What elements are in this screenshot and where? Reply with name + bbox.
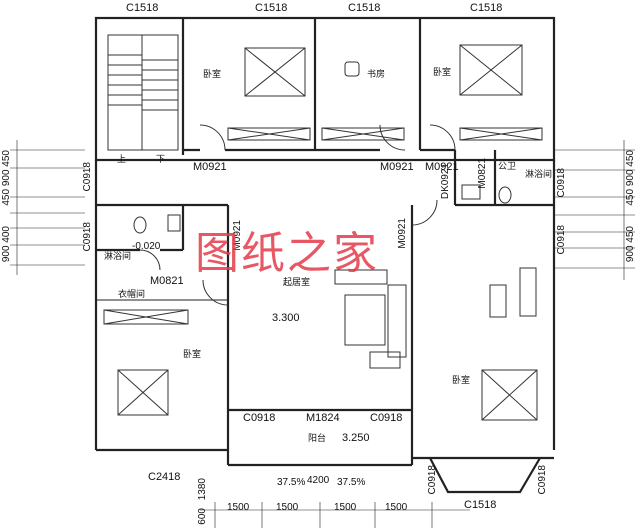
door-tag: M0821 [477,158,488,189]
room-label: 书房 [367,69,386,79]
window-tag: C0918 [82,162,93,192]
door-swing [411,199,438,226]
door-tag: M1824 [306,412,340,424]
elevation-mark: -0.020 [132,241,161,252]
stair-up-label: 上 [117,154,127,164]
window-tag: C1518 [470,2,503,14]
window-tag: C1518 [464,499,497,511]
room-label: 淋浴间 [104,251,132,261]
dim-text: 1500 [276,502,299,513]
room-label: 卧室 [203,69,222,79]
wardrobe [459,127,543,141]
window-tag: C0918 [243,412,276,424]
stair-down-label: 下 [156,154,166,164]
dim-text: 1380 [197,478,208,501]
room-label: 起居室 [283,277,311,287]
dim-text: 450 900 450 [625,150,636,206]
elevation-mark: 3.250 [342,432,370,444]
dim-text: 37.5% [337,477,366,488]
door-tag: M0821 [150,275,184,287]
dim-text: 900 400 [1,226,12,263]
door-tag: DK0921 [440,163,451,200]
window-tag: C0918 [82,222,93,252]
window-tag: C0918 [537,465,548,495]
room-label: 阳台 [308,433,327,443]
basin [167,214,181,232]
wardrobe [103,309,189,325]
window-tag: C0918 [370,412,403,424]
room-label: 卧室 [433,67,452,77]
window-tag: C2418 [148,471,181,483]
door-tag: M0921 [425,161,459,173]
sofa [334,269,388,285]
room-label: 公卫 [498,161,517,171]
fixtures [103,34,543,421]
window-tag: C0918 [427,465,438,495]
dim-text: 1500 [385,502,408,513]
window-tag: C0918 [556,168,567,198]
door-swing [379,124,406,151]
window-tag: C1518 [348,2,381,14]
dim-text: 37.5% [277,477,306,488]
room-label: 卧室 [183,349,202,359]
door-tag: M0921 [380,161,414,173]
bed [244,47,306,97]
sofa [369,351,401,369]
watermark: 图纸之家 [195,228,379,279]
tv-cabinet [489,284,507,318]
wardrobe [227,127,311,141]
window-tag: C0918 [556,225,567,255]
wardrobe [321,127,405,141]
sofa [387,284,407,358]
basin [461,184,481,200]
toilet [498,186,512,204]
bed [481,369,538,421]
door-swing [429,124,456,151]
bed [459,44,523,96]
upper-outline [94,16,556,162]
room-label: 衣帽间 [118,289,146,299]
bay-window [429,457,541,494]
window-tag: C1518 [126,2,159,14]
dim-text: 600 [197,508,208,525]
door-tag: M0921 [193,161,227,173]
dim-text: 450 900 450 [1,150,12,206]
bed [117,369,169,416]
coffee-table [344,294,386,346]
door-swing [139,249,161,271]
stair [107,34,179,151]
dim-text: 4200 [307,475,330,486]
dim-text: 1500 [334,502,357,513]
room-label: 淋浴间 [525,169,553,179]
cabinet [519,267,537,317]
door-tag: M0921 [397,218,408,249]
dim-text: 900 450 [625,226,636,263]
door-swing [202,279,229,306]
door-swing [199,124,226,151]
chair [344,61,360,77]
walls [94,16,556,494]
elevation-mark: 3.300 [272,312,300,324]
dim-text: 1500 [227,502,250,513]
window-tag: C1518 [255,2,288,14]
room-label: 卧室 [452,375,471,385]
toilet [133,216,147,234]
